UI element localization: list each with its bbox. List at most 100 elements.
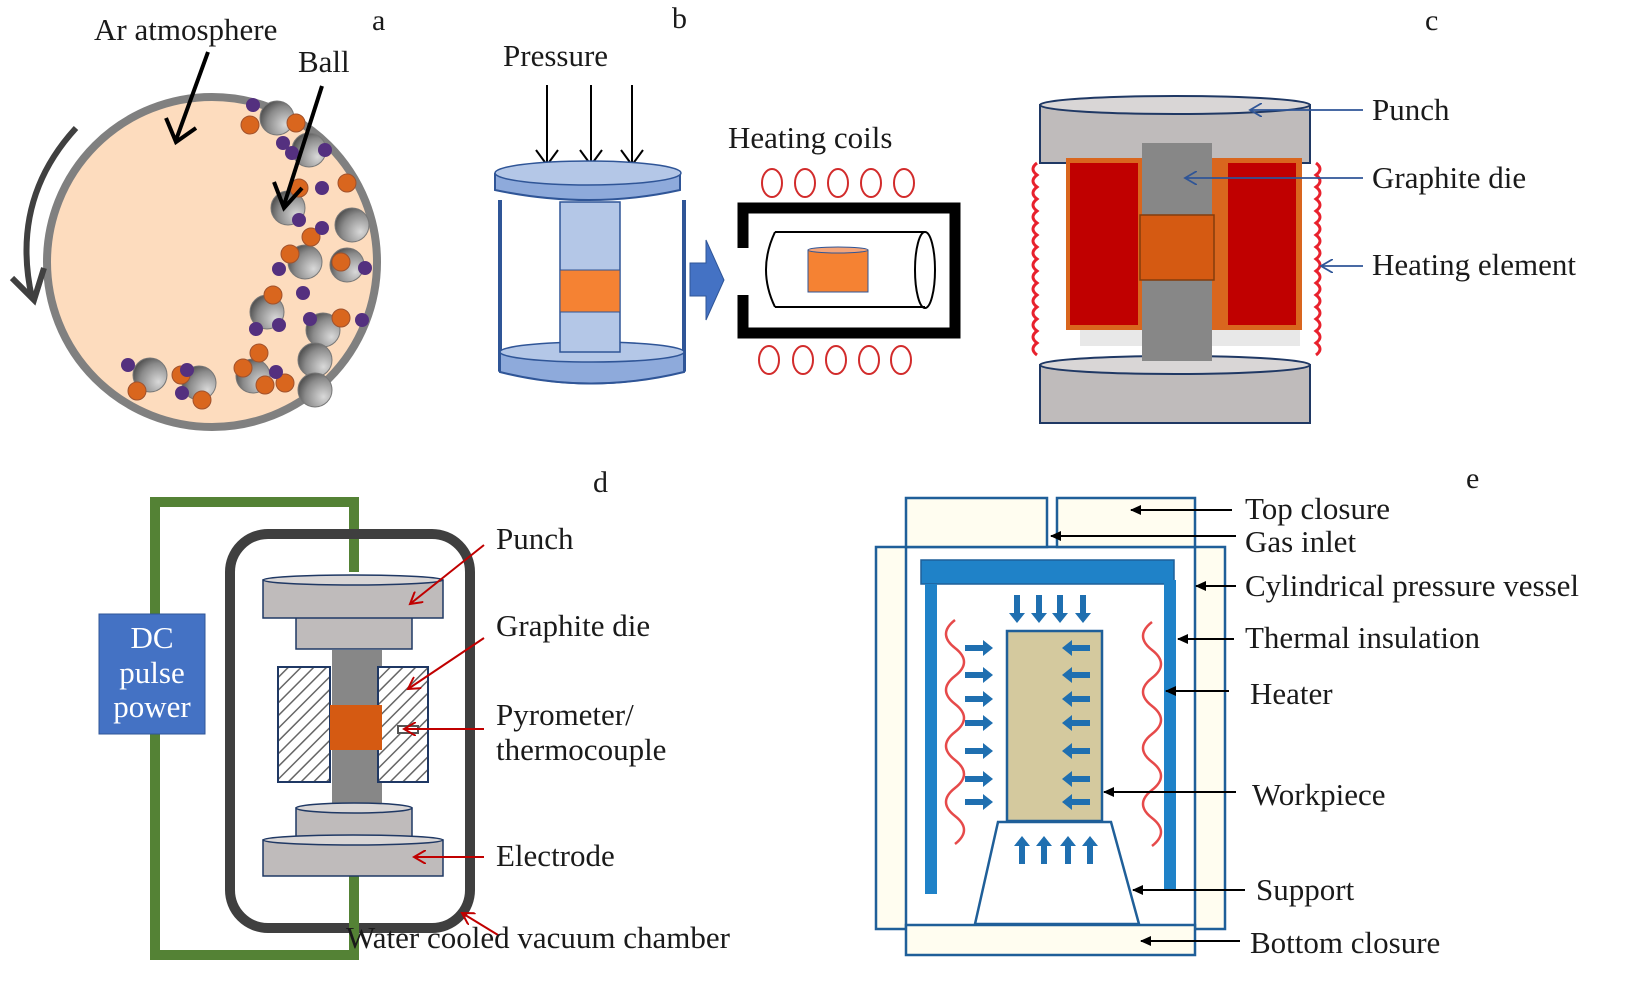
heater-left: [944, 619, 966, 845]
label-pyrometer-line2: thermocouple: [496, 732, 666, 767]
label-punch-d: Punch: [496, 521, 574, 556]
rotation-arrowhead-icon: [9, 267, 47, 306]
pressure-flow-arrows: [965, 595, 1098, 864]
d-lower-spacer-top: [295, 802, 413, 814]
powder-particle-purple: [249, 322, 263, 336]
powder-particle-orange: [240, 115, 260, 135]
top-closure-right: [1055, 496, 1197, 549]
powder-particle-purple: [358, 261, 372, 275]
powder-particle-purple: [272, 318, 286, 332]
powder-particle-orange: [127, 381, 147, 401]
pressure-arrow-left-icon: [1062, 715, 1090, 731]
pressure-arrow-up-icon: [1060, 836, 1076, 864]
pointer-graphite-die-d: [408, 637, 485, 689]
top-plate-surface: [494, 160, 682, 186]
label-graphite-die-c: Graphite die: [1372, 160, 1526, 195]
insulation-left: [925, 584, 937, 894]
panel-a-letter: a: [372, 4, 385, 37]
insulation-top: [920, 559, 1175, 585]
powder-particle-orange: [192, 390, 212, 410]
grinding-ball: [297, 372, 333, 408]
powder-particle-purple: [315, 221, 329, 235]
powder-particle-orange: [337, 173, 357, 193]
d-graphite-die-left: [277, 666, 331, 783]
d-upper-spacer: [295, 614, 413, 650]
powder-particle-orange: [280, 244, 300, 264]
pressure-arrow-right-icon: [965, 715, 993, 731]
powder-particle-orange: [249, 343, 269, 363]
furnace-wall: [737, 202, 961, 339]
d-lower-electrode-top: [262, 834, 444, 846]
top-punch-surface: [1039, 95, 1311, 115]
powder-particle-orange: [275, 373, 295, 393]
dc-pulse-power-box: [98, 613, 206, 735]
powder-particle-orange: [331, 252, 351, 272]
powder-particle-orange: [286, 113, 306, 133]
panel-d-letter: d: [593, 466, 608, 499]
pressure-arrow-down-icon: [1052, 595, 1068, 623]
powder-particle-purple: [285, 146, 299, 160]
pressure-arrow-right-icon: [965, 743, 993, 759]
pressure-arrow-left-icon: [1062, 691, 1090, 707]
d-sample: [330, 705, 382, 750]
label-support: Support: [1256, 872, 1355, 907]
sps-sample: [1139, 214, 1215, 281]
pointer-ball-head: [272, 181, 304, 212]
label-heating-element: Heating element: [1372, 247, 1576, 282]
graphite-die-left: [1070, 163, 1138, 325]
powder-particle-orange: [233, 358, 253, 378]
top-closure-left: [904, 496, 1049, 549]
pressure-arrow-right-icon: [965, 667, 993, 683]
panel-c-letter: c: [1425, 4, 1438, 37]
label-pyrometer-line1: Pyrometer/: [496, 697, 634, 732]
pressure-arrow-down-icon: [1009, 595, 1025, 623]
powder-particle-purple: [303, 312, 317, 326]
heating-element-left: [1031, 161, 1040, 357]
label-heater: Heater: [1250, 676, 1333, 711]
milling-jar: [43, 93, 381, 431]
label-electrode: Electrode: [496, 838, 615, 873]
powder-particle-orange: [301, 227, 321, 247]
powder-particle-purple: [180, 363, 194, 377]
label-top-closure: Top closure: [1245, 491, 1390, 526]
powder-particle-orange: [331, 308, 351, 328]
label-bottom-closure: Bottom closure: [1250, 925, 1440, 960]
pressure-arrow-right-icon: [965, 771, 993, 787]
powder-particle-purple: [272, 262, 286, 276]
tube-right-end: [914, 231, 936, 309]
label-workpiece: Workpiece: [1252, 777, 1386, 812]
label-punch-c: Punch: [1372, 92, 1450, 127]
power-label-line3: power: [113, 689, 191, 724]
pressure-arrow-left-icon: [1062, 667, 1090, 683]
power-label-line1: DC: [130, 620, 173, 655]
powder-particle-purple: [355, 313, 369, 327]
powder-particle-orange: [255, 375, 275, 395]
tube-left-end: [765, 231, 776, 308]
powder-particle-purple: [175, 386, 189, 400]
powder-particle-purple: [269, 365, 283, 379]
pressure-arrow-up-icon: [1082, 836, 1098, 864]
label-vessel: Cylindrical pressure vessel: [1245, 568, 1579, 603]
label-graphite-die-d: Graphite die: [496, 608, 650, 643]
powder-particle-purple: [246, 98, 260, 112]
pressure-arrow-down-icon: [1031, 595, 1047, 623]
rotation-arrow-icon: [23, 125, 79, 299]
label-ball: Ball: [298, 44, 350, 79]
powder-particle-orange: [263, 285, 283, 305]
furnace-sample-top: [807, 246, 869, 254]
label-ar-atmosphere: Ar atmosphere: [94, 12, 277, 47]
powder-particle-purple: [296, 286, 310, 300]
label-heating-coils: Heating coils: [728, 120, 892, 155]
pressure-arrow-left-icon: [1062, 771, 1090, 787]
pressure-arrow-right-icon: [965, 640, 993, 656]
grinding-ball: [297, 342, 333, 378]
panel-b-hot-pressing: b Pressure Heating coils: [494, 2, 961, 385]
pressure-arrow-left-icon: [1062, 640, 1090, 656]
pointer-atmosphere-head: [164, 117, 198, 146]
milling-balls: [121, 98, 372, 410]
pressure-arrows: [535, 85, 644, 167]
grinding-ball: [334, 207, 370, 243]
pressure-arrow-down-icon: [1075, 595, 1091, 623]
d-upper-electrode-top: [262, 574, 444, 586]
